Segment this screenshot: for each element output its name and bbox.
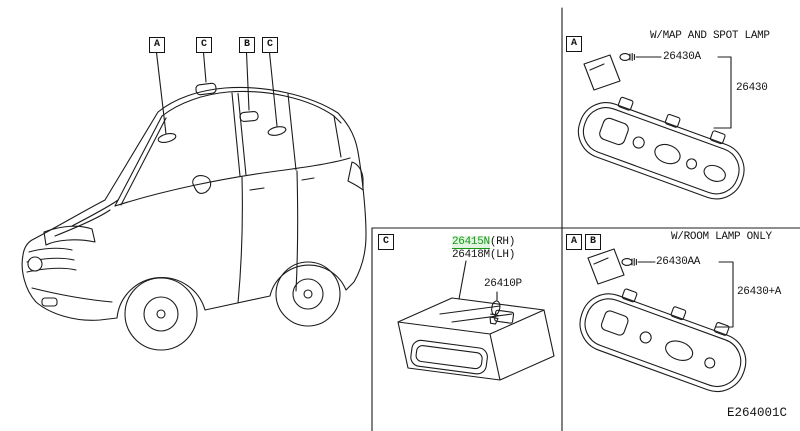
car-callout-b: B [239,37,255,53]
diagram-code: E264001C [727,406,788,420]
car-line-art [21,51,367,351]
rear-room-lamp-drawing [397,260,555,381]
leader-line-rh-lh [458,260,467,300]
headlight [43,225,96,246]
side-mirror [192,175,212,194]
map-spot-lamp-connector [583,54,621,91]
car-callout-c-front: C [196,37,212,53]
part-number-26430A[interactable]: 26430A [663,51,701,63]
map-spot-bulb-icon [619,53,635,61]
car-callout-c-rear: C [262,37,278,53]
section-callout-c: C [378,234,394,250]
section-callout-map-spot: A [566,36,582,52]
bumper-crease [31,287,113,303]
section-title-map-spot: W/MAP AND SPOT LAMP [650,30,770,42]
part-side-lh: (LH) [489,249,516,261]
rear-wheel [275,261,341,327]
section-divider-lines [371,7,800,431]
map-spot-lamp-drawing [577,53,745,200]
taillight [347,161,364,191]
hood-creases [54,199,119,237]
room-lamp-connector [587,248,625,285]
car-windows [114,90,351,207]
part-number-26415N[interactable]: 26415N [452,236,490,249]
part-leader-bracket-26430 [713,56,732,129]
part-number-26430[interactable]: 26430 [736,82,768,94]
roof-lamp-markers [157,82,287,144]
part-side-rh: (RH) [489,236,516,248]
section-title-room-only: W/ROOM LAMP ONLY [671,231,772,243]
front-wheel [124,277,198,351]
callout-leader-lines [155,51,278,135]
section-callout-room-a: A [566,234,582,250]
car-front-details [26,199,119,307]
brand-badge [27,256,43,272]
part-number-26415N-row[interactable]: 26415N(RH) [452,236,515,249]
car-door-details [192,161,364,304]
part-number-26430-plus-A[interactable]: 26430+A [737,286,782,298]
part-number-26418M[interactable]: 26418M [452,249,490,261]
section-callout-room-b: B [585,234,601,250]
car-body-outline [21,86,367,321]
part-leader-bracket-26430-plus-A [715,261,734,328]
fog-lamp [41,297,58,307]
car-callout-a: A [149,37,165,53]
room-lamp-bulb-icon [621,258,637,266]
part-number-26418M-row[interactable]: 26418M(LH) [452,249,515,262]
room-lamp-drawing [579,248,747,392]
rear-room-lamp-lens [410,339,488,375]
part-number-26430AA[interactable]: 26430AA [656,256,701,268]
part-number-26410P[interactable]: 26410P [484,278,522,290]
rear-room-bulb-icon [489,300,501,325]
